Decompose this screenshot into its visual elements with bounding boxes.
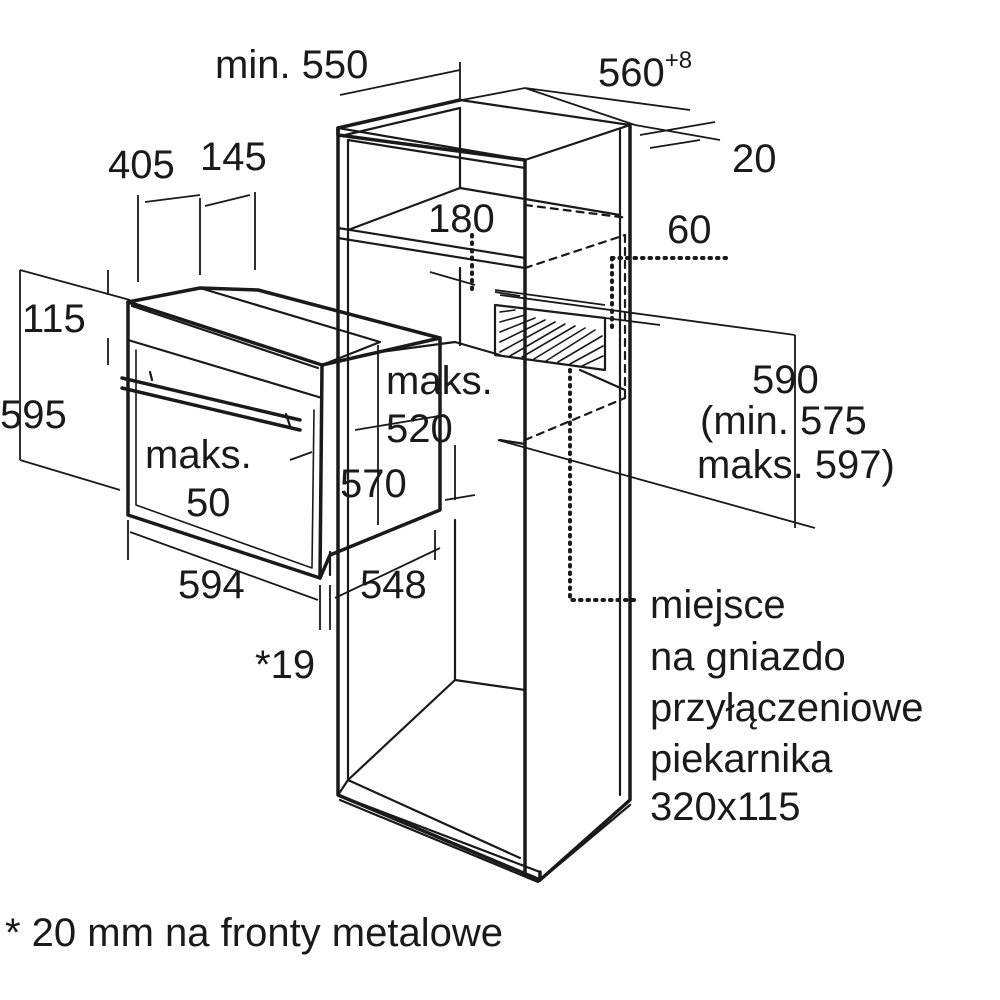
label-560: 560+8 [598, 47, 692, 95]
label-min-550: min. 550 [215, 43, 368, 87]
oven [120, 286, 442, 580]
dimension-labels: min. 550 560+8 20 405 145 180 60 115 595… [0, 43, 895, 687]
cabinet [336, 98, 732, 884]
label-maks-50-line2: 50 [186, 481, 231, 525]
label-548: 548 [360, 563, 427, 607]
label-19: *19 [255, 643, 315, 687]
socket-label-line-1: miejsce [650, 583, 786, 627]
label-595: 595 [0, 393, 67, 437]
dimension-lines [19, 62, 816, 630]
label-590-min: (min. 575 [700, 399, 867, 443]
socket-area [493, 303, 627, 392]
socket-label-line-3: przyłączeniowe [650, 686, 923, 730]
label-20: 20 [732, 137, 777, 181]
label-180: 180 [428, 197, 495, 241]
door-handle [120, 376, 302, 432]
label-590: 590 [752, 358, 819, 402]
label-115: 115 [22, 297, 86, 341]
socket-leader-line [568, 368, 642, 602]
socket-label-line-2: na gniazdo [650, 635, 846, 679]
socket-label: miejsce na gniazdo przyłączeniowe piekar… [650, 583, 923, 829]
label-maks-50-line1: maks. [145, 433, 252, 477]
label-594: 594 [178, 563, 245, 607]
label-60: 60 [667, 208, 712, 252]
label-405: 405 [108, 143, 175, 187]
socket-label-line-5: 320x115 [650, 785, 801, 829]
label-maks-520-line1: maks. [386, 359, 493, 403]
socket-label-line-4: piekarnika [650, 737, 833, 781]
label-590-max: maks. 597) [697, 443, 895, 487]
footnote: * 20 mm na fronty metalowe [5, 911, 503, 955]
label-maks-520-line2: 520 [386, 407, 453, 451]
label-570: 570 [340, 462, 407, 506]
label-145: 145 [200, 135, 267, 179]
